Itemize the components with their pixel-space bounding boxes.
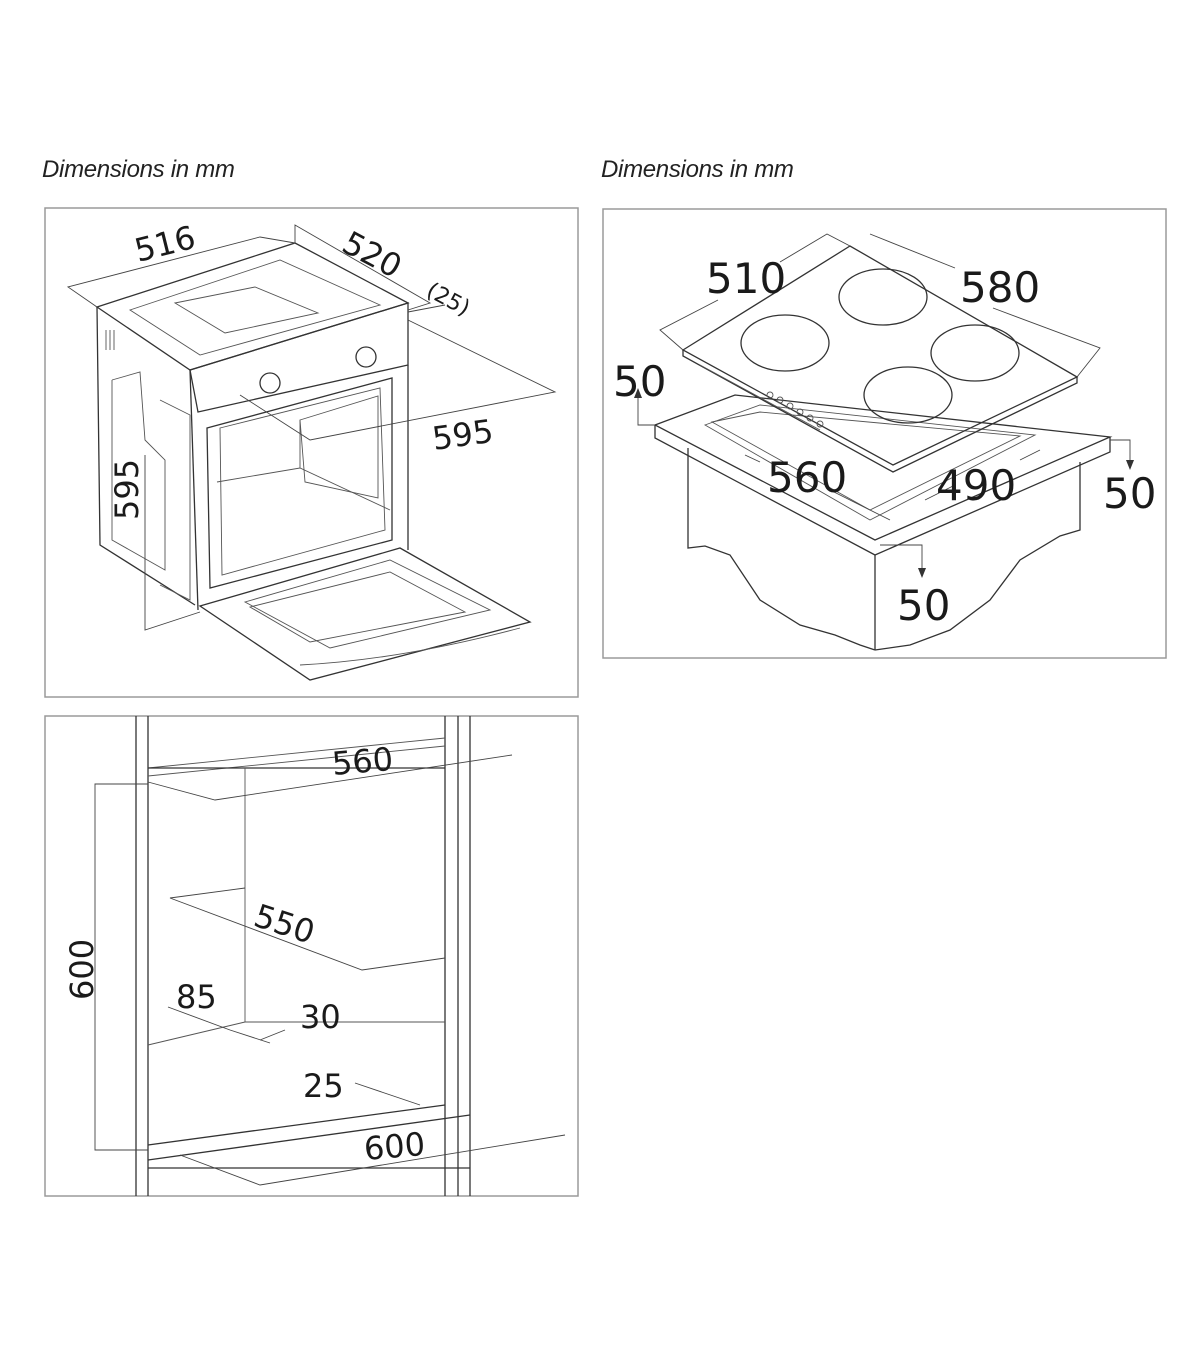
niche-height-label: 600	[63, 939, 101, 1000]
hob-width-label: 580	[960, 263, 1040, 312]
oven-height-label: 595	[108, 459, 146, 520]
burner-icon	[740, 314, 830, 372]
hob-cutout-depth-label: 490	[936, 461, 1016, 510]
oven-dimensions-title: Dimensions in mm	[42, 156, 235, 183]
oven-front-offset-label: (25)	[422, 278, 474, 321]
hob-dimensions-title: Dimensions in mm	[601, 156, 794, 183]
hob-dimension-lines	[634, 233, 1134, 578]
oven-diagram-panel: 516 520 (25) 595 595	[44, 207, 579, 698]
hob-clearance-right-label: 50	[1103, 469, 1156, 518]
panel-frame	[602, 208, 1167, 659]
oven-dimension-lines	[66, 224, 557, 631]
hob-cutout-width-label: 560	[767, 453, 847, 502]
oven-width-label: 516	[131, 218, 199, 270]
hob-clearance-left-label: 50	[613, 357, 666, 406]
niche-depth-label: 550	[250, 896, 320, 951]
oven-diagonal-label: 595	[430, 412, 496, 458]
hob-clearance-front-label: 50	[897, 581, 950, 630]
hob-diagram-panel: 510 580 50 560 490 50 50	[602, 208, 1167, 659]
oven-depth-label: 520	[336, 224, 408, 286]
burner-icon	[930, 324, 1020, 382]
niche-top-width-label: 560	[330, 740, 394, 783]
hob-drawing	[653, 245, 1113, 651]
niche-drawing	[135, 716, 471, 1196]
niche-dimension-lines	[94, 754, 566, 1186]
burner-icon	[838, 268, 928, 326]
oven-drawing	[95, 242, 532, 681]
niche-front-gap-label: 25	[303, 1067, 344, 1105]
panel-frame	[44, 715, 579, 1197]
arrow-down-icon	[1126, 460, 1134, 470]
arrow-up-icon	[634, 388, 642, 398]
niche-bottom-width-label: 600	[362, 1125, 426, 1168]
panel-frame	[44, 207, 579, 698]
niche-diagram-panel: 560 550 600 85 30 25 600	[44, 715, 579, 1197]
niche-vent-gap-label: 30	[300, 998, 341, 1036]
burner-icon	[863, 366, 953, 424]
arrow-down-icon	[918, 568, 926, 578]
hob-depth-label: 510	[706, 254, 786, 303]
niche-vent-depth-label: 85	[176, 978, 217, 1016]
